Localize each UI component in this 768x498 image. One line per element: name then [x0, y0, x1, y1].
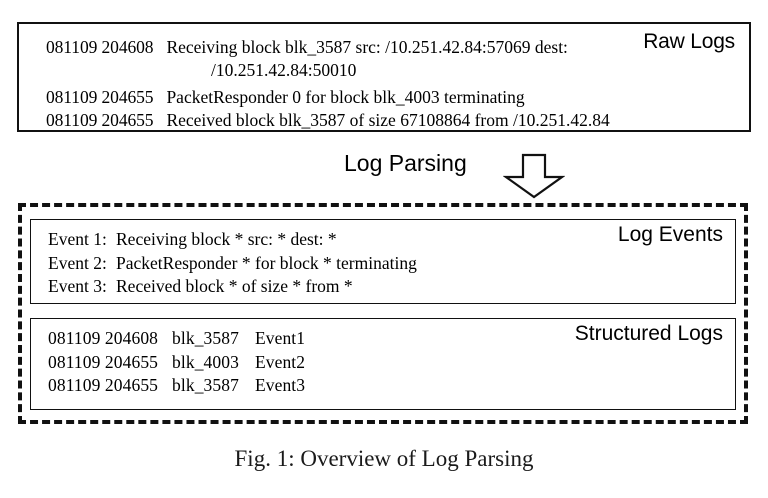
log-event-name: Event 1:	[48, 229, 107, 249]
log-event-name: Event 2:	[48, 252, 107, 273]
raw-logs-box: Raw Logs 081109 204608 Receiving block bl…	[17, 22, 751, 132]
raw-log-message: PacketResponder 0 for block blk_4003 ter…	[166, 87, 525, 107]
structured-logs-row-list: 081109 204608 blk_3587 Event1 081109 20465…	[48, 327, 305, 398]
raw-log-continuation: /10.251.42.84:50010	[211, 60, 357, 80]
raw-log-entry: 081109 204655 Received block blk_3587 of …	[46, 109, 610, 132]
log-event-template: Received block * of size * from *	[116, 276, 353, 296]
parsed-output-container	[18, 203, 748, 424]
log-events-label: Log Events	[617, 223, 723, 246]
log-parsing-label: Log Parsing	[344, 150, 467, 176]
raw-log-timestamp: 081109 204655	[46, 87, 154, 107]
raw-log-entry: 081109 204655 PacketResponder 0 for block…	[46, 86, 610, 109]
structured-log-event: Event3	[254, 375, 306, 395]
structured-log-block: blk_3587	[172, 328, 239, 348]
structured-log-timestamp: 081109 204655	[48, 375, 159, 395]
log-event-row: Event 2: PacketResponder * for block * te…	[48, 252, 417, 276]
log-events-entry-list: Event 1: Receiving block * src: * dest: *…	[48, 228, 417, 299]
raw-log-message: Receiving block blk_3587 src: /10.251.42…	[166, 37, 568, 57]
raw-log-timestamp: 081109 204655	[46, 110, 154, 130]
structured-log-block: blk_3587	[172, 375, 239, 395]
table-row: 081109 204655 blk_4003 Event2	[48, 351, 305, 375]
structured-log-timestamp: 081109 204655	[48, 351, 159, 372]
down-block-arrow-icon	[503, 153, 565, 199]
structured-logs-label: Structured Logs	[574, 322, 723, 345]
log-events-box: Log Events Event 1: Receiving block * src…	[30, 219, 736, 304]
structured-log-timestamp: 081109 204608	[48, 328, 159, 348]
log-event-template: PacketResponder * for block * terminatin…	[116, 252, 417, 273]
log-event-name: Event 3:	[48, 276, 107, 296]
table-row: 081109 204608 blk_3587 Event1	[48, 327, 305, 351]
raw-log-timestamp: 081109 204608	[46, 37, 154, 57]
structured-log-event: Event1	[254, 328, 306, 348]
raw-log-message: Received block blk_3587 of size 67108864…	[166, 110, 610, 130]
structured-log-event: Event2	[254, 351, 306, 372]
log-event-template: Receiving block * src: * dest: *	[116, 229, 337, 249]
log-event-row: Event 1: Receiving block * src: * dest: *	[48, 228, 417, 252]
figure-caption: Fig. 1: Overview of Log Parsing	[234, 446, 534, 471]
log-event-row: Event 3: Received block * of size * from …	[48, 275, 417, 299]
raw-logs-label: Raw Logs	[643, 30, 735, 53]
raw-logs-entry-list: 081109 204608 Receiving block blk_3587 sr…	[46, 36, 610, 132]
raw-log-entry: 081109 204608 Receiving block blk_3587 sr…	[46, 36, 610, 59]
log-parsing-transition: Log Parsing	[0, 150, 768, 202]
structured-log-block: blk_4003	[172, 351, 239, 372]
table-row: 081109 204655 blk_3587 Event3	[48, 374, 305, 398]
